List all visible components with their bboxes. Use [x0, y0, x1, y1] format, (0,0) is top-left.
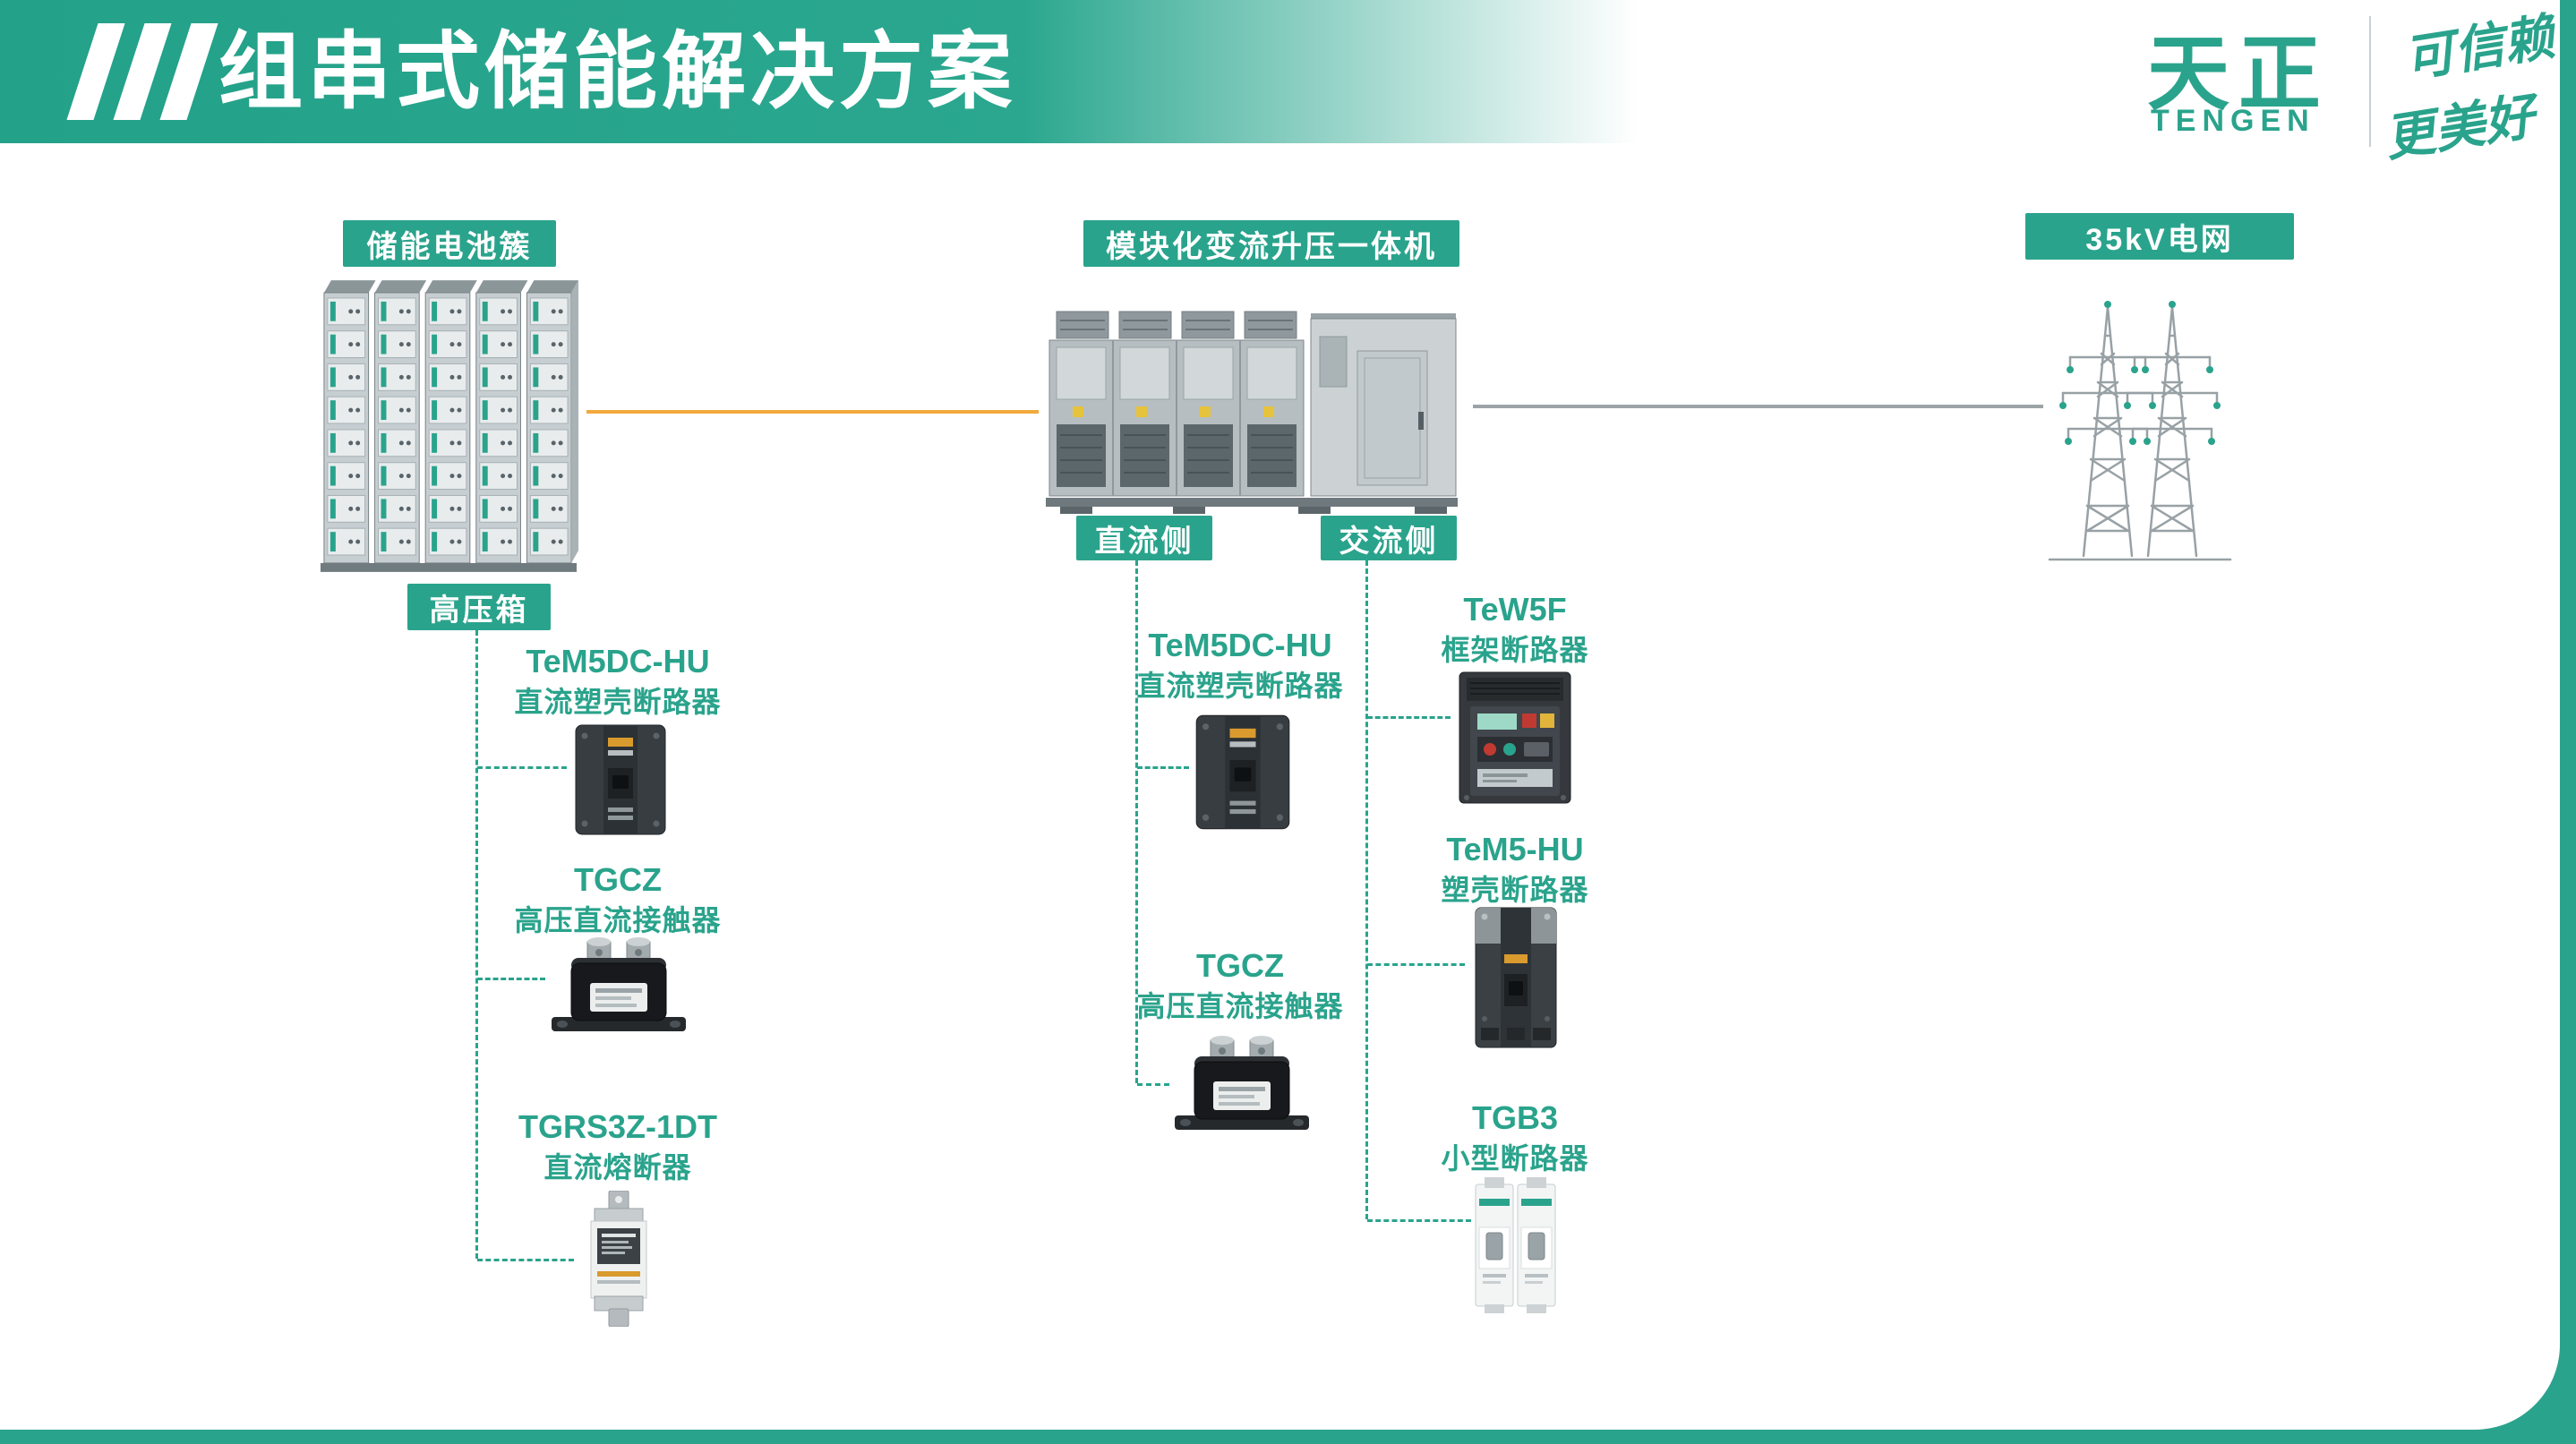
dc-fuse-image: [590, 1191, 647, 1327]
product-name: 框架断路器: [1441, 634, 1589, 667]
product-name: 高压直流接触器: [1136, 990, 1344, 1023]
dc-stub-1: [1137, 766, 1189, 769]
brand-name-en: TENGEN: [2151, 104, 2315, 138]
product-label-hv1: TeM5DC-HU 直流塑壳断路器: [457, 643, 779, 720]
product-model: TeM5-HU: [1446, 831, 1584, 867]
ac-stub-1: [1367, 716, 1451, 719]
product-model: TeM5DC-HU: [1148, 627, 1332, 663]
dc-connection-line: [586, 410, 1039, 414]
product-model: TGRS3Z-1DT: [518, 1108, 717, 1145]
product-label-ac2: TeM5-HU 塑壳断路器: [1354, 831, 1676, 908]
tag-hv-box: 高压箱: [407, 584, 551, 630]
ac-branch-line: [1365, 560, 1368, 1219]
product-model: TeM5DC-HU: [526, 643, 710, 679]
product-label-dc1: TeM5DC-HU 直流塑壳断路器: [1079, 627, 1401, 704]
tag-pcs-unit: 模块化变流升压一体机: [1083, 220, 1459, 267]
product-model: TeW5F: [1463, 591, 1567, 628]
dc-mccb-image-dc: [1195, 714, 1290, 830]
tag-grid-35kv: 35kV电网: [2025, 213, 2294, 260]
hvbox-stub-3: [477, 1259, 574, 1261]
product-name: 直流熔断器: [543, 1151, 692, 1184]
hvbox-stub-1: [477, 766, 567, 769]
product-model: TGCZ: [1196, 947, 1284, 984]
product-label-ac3: TGB3 小型断路器: [1354, 1099, 1676, 1176]
product-model: TGB3: [1471, 1099, 1558, 1136]
tag-battery-cluster: 储能电池簇: [343, 220, 556, 267]
product-label-ac1: TeW5F 框架断路器: [1354, 591, 1676, 668]
ac-connection-line: [1473, 405, 2043, 408]
acb-image: [1459, 671, 1571, 804]
product-name: 直流塑壳断路器: [514, 686, 722, 719]
dc-stub-2: [1137, 1083, 1169, 1086]
slogan-line2: 更美好: [2380, 86, 2539, 169]
ac-stub-2: [1367, 963, 1465, 966]
brand-slogan: 可信赖 更美好: [2381, 7, 2560, 168]
mccb-image: [1475, 907, 1557, 1048]
product-name: 塑壳断路器: [1441, 874, 1589, 907]
product-model: TGCZ: [574, 861, 662, 898]
dc-branch-line: [1135, 560, 1138, 1083]
hvbox-stub-2: [477, 978, 545, 980]
grid-tower-illustration: [2048, 299, 2232, 561]
hvbox-branch-line: [475, 630, 478, 1259]
product-label-hv2: TGCZ 高压直流接触器: [457, 861, 779, 938]
product-name: 直流塑壳断路器: [1136, 670, 1344, 703]
logo-divider: [2369, 16, 2371, 147]
tag-ac-side: 交流侧: [1321, 516, 1457, 560]
page-title: 组串式储能解决方案: [218, 24, 1017, 118]
product-name: 小型断路器: [1441, 1142, 1589, 1175]
dc-contactor-image-dc: [1175, 1036, 1309, 1130]
tag-dc-side: 直流侧: [1076, 516, 1212, 560]
ac-stub-3: [1367, 1219, 1471, 1222]
brand-name-cn: 天正: [2147, 29, 2331, 120]
dc-contactor-image-hv: [552, 937, 686, 1031]
product-label-hv3: TGRS3Z-1DT 直流熔断器: [457, 1108, 779, 1185]
battery-rack-illustration: [320, 269, 582, 572]
title-bars-icon: [66, 23, 218, 120]
mcb-image: [1475, 1177, 1556, 1313]
product-label-dc2: TGCZ 高压直流接触器: [1079, 947, 1401, 1024]
product-name: 高压直流接触器: [514, 904, 722, 937]
dc-mccb-image-hv: [575, 724, 666, 835]
pcs-container-illustration: [1046, 311, 1458, 514]
header-bar: 组串式储能解决方案: [0, 0, 2560, 143]
